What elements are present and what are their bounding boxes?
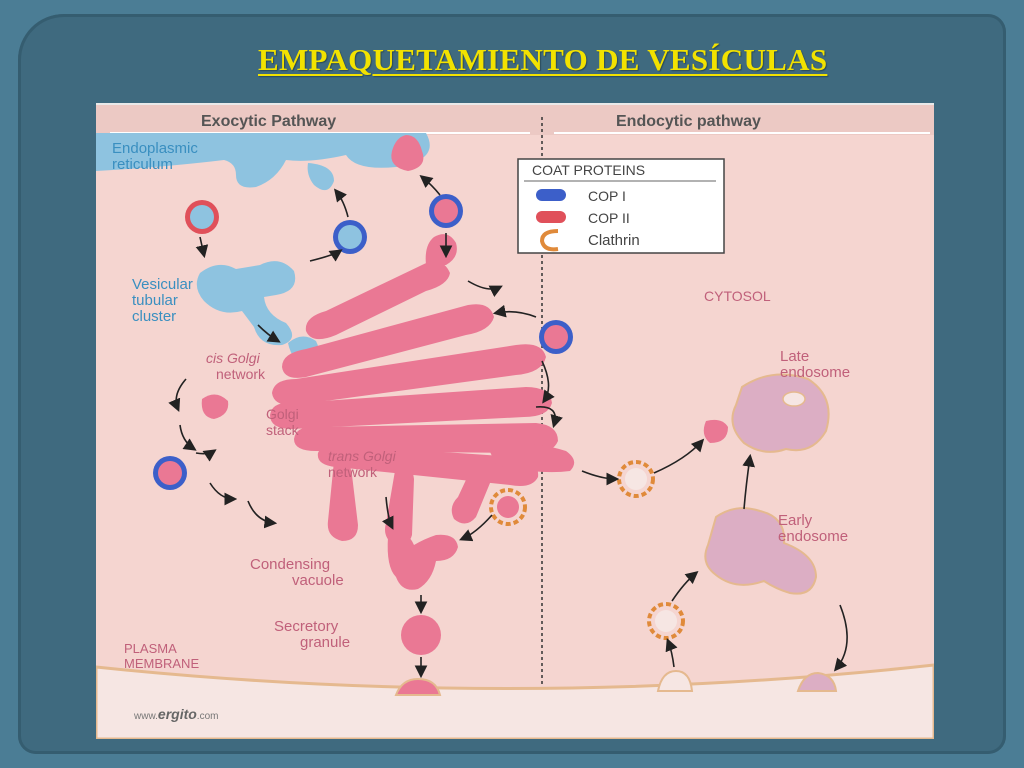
vesicle-diagram: Exocytic Pathway Endocytic pathway PLASM…: [94, 105, 936, 741]
condensing-vacuole: [387, 533, 458, 590]
vesicular-tubular-cluster: [196, 261, 296, 346]
label-trans-golgi-2: network: [328, 464, 378, 480]
arrow-vtc-to-copi: [309, 249, 343, 262]
arrow-clathrin-to-early: [671, 570, 699, 602]
late-endosome-fusing-vesicle: [703, 419, 728, 443]
golgi-cis-knob: [425, 234, 457, 265]
late-endosome: [731, 373, 830, 453]
golgi-trans-tubule-1: [327, 460, 358, 541]
arrow-golgi-left-2: [179, 424, 197, 451]
label-er-1: Endoplasmic: [112, 140, 198, 157]
arrow-clathrin-to-late: [653, 438, 705, 474]
golgi-trans-tubule-3: [451, 467, 490, 524]
label-condensing-2: vacuole: [292, 572, 344, 589]
arrow-er-to-vtc: [195, 236, 209, 259]
arrow-golgi-left-5: [247, 500, 278, 529]
endoplasmic-reticulum: [96, 133, 430, 188]
label-vtc-1: Vesicular: [132, 276, 193, 293]
label-secretory-1: Secretory: [274, 618, 339, 635]
copi-vesicle-vtc: [333, 220, 367, 254]
copi-coat-icon: [536, 189, 566, 201]
credit: www.ergito.com: [133, 706, 218, 722]
arrow-golgi-to-clathrin: [581, 470, 620, 486]
header-exocytic: Exocytic Pathway: [201, 113, 336, 130]
legend-title: COAT PROTEINS: [532, 162, 645, 178]
label-early-2: endosome: [778, 528, 848, 545]
arrow-early-to-membrane: [833, 604, 848, 672]
exocytosis-fusion: [394, 677, 442, 696]
copi-vesicle-left: [153, 456, 187, 490]
label-plasma-2: MEMBRANE: [124, 656, 199, 671]
pathway-arrows: [168, 175, 848, 679]
label-trans-golgi-1: trans Golgi: [328, 448, 397, 464]
arrow-golgi-left-4: [209, 482, 238, 506]
golgi-cisterna-4: [270, 387, 552, 429]
label-late-2: endosome: [780, 364, 850, 381]
copi-vesicle-right: [539, 320, 573, 354]
clathrin-vesicle-trans: [489, 488, 527, 526]
legend-copii: COP II: [588, 210, 630, 226]
label-vtc-2: tubular: [132, 292, 178, 309]
early-endosome: [704, 507, 818, 595]
label-vtc-3: cluster: [132, 308, 176, 325]
plasma-membrane: [94, 663, 936, 741]
late-endosome-vesicle: [782, 391, 806, 407]
label-late-1: Late: [780, 348, 809, 365]
golgi-left-bud: [201, 394, 229, 419]
arrow-copi-to-er: [334, 188, 349, 218]
copii-coat-icon: [536, 211, 566, 223]
arrow-golgi-left-3: [195, 449, 217, 462]
label-cis-golgi-1: cis Golgi: [206, 350, 261, 366]
arrow-pit-to-clathrin: [665, 638, 678, 668]
arrow-clathrin-to-condensing: [459, 514, 493, 542]
header-endocytic: Endocytic pathway: [616, 113, 761, 130]
golgi-cisterna-2: [282, 304, 494, 378]
legend-box: [517, 158, 725, 254]
golgi-apparatus: [201, 234, 575, 546]
copii-vesicle-er: [185, 200, 219, 234]
legend-clathrin: Clathrin: [588, 232, 640, 249]
er-bud: [307, 163, 334, 191]
golgi-bud-top: [391, 135, 424, 171]
arrow-golgi-right-4: [535, 406, 563, 429]
clathrin-icon: [539, 229, 559, 252]
header-band: [96, 105, 934, 135]
secretory-granule: [401, 615, 441, 655]
label-condensing-1: Condensing: [250, 556, 330, 573]
golgi-cisterna-3: [272, 344, 546, 406]
arrow-vtc-to-cis: [257, 324, 281, 343]
slide-title: EMPAQUETAMIENTO DE VESÍCULAS: [258, 42, 828, 77]
coat-proteins-legend: COAT PROTEINS COP I COP II Clathrin: [517, 158, 725, 254]
golgi-left-edge: [280, 409, 302, 417]
arrow-copi-to-top: [419, 175, 441, 196]
arrow-golgi-right-3: [541, 360, 555, 404]
endocytic-pit-right: [796, 671, 838, 692]
arrow-to-condensing: [381, 496, 394, 530]
legend-copi: COP I: [588, 188, 626, 204]
arrow-golgi-right-2: [492, 304, 537, 318]
clathrin-vesicle-endocytic-top: [617, 460, 655, 498]
copi-vesicle-top: [429, 194, 463, 228]
label-plasma-1: PLASMA: [124, 641, 177, 656]
label-cis-golgi-2: network: [216, 366, 266, 382]
vesicle-packaging-figure: Exocytic Pathway Endocytic pathway PLASM…: [94, 103, 936, 741]
label-cytosol: CYTOSOL: [704, 288, 771, 304]
arrow-early-to-late: [742, 453, 755, 510]
endocytic-pit-left: [656, 669, 694, 692]
label-secretory-2: granule: [300, 634, 350, 651]
label-golgi-stack-1: Golgi: [266, 406, 299, 422]
arrow-golgi-right-1: [467, 280, 503, 298]
golgi-cisterna-1: [305, 261, 450, 340]
label-early-1: Early: [778, 512, 813, 529]
arrow-golgi-left-1: [168, 378, 187, 412]
label-er-2: reticulum: [112, 156, 173, 173]
golgi-trans-extension: [486, 442, 575, 473]
label-golgi-stack-2: stack: [266, 422, 300, 438]
clathrin-vesicle-endocytic-bottom: [647, 602, 685, 640]
